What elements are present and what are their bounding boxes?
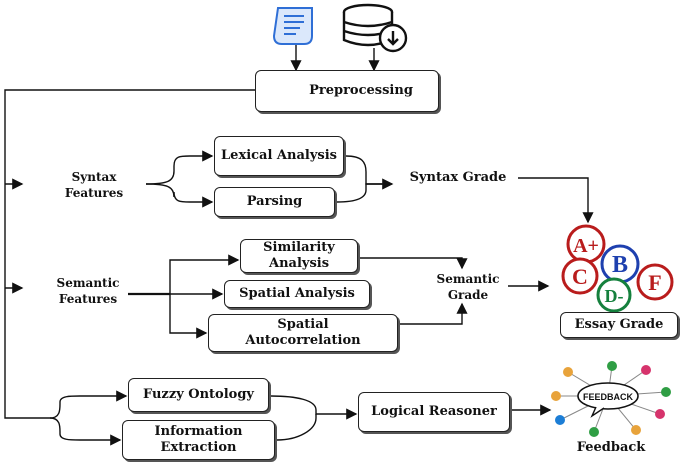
badge-c: C bbox=[572, 264, 588, 289]
arrow-to-fuzzy bbox=[49, 390, 128, 419]
semantic-features-label: Semantic Features bbox=[56, 276, 120, 306]
logical-reasoner-box: Logical Reasoner bbox=[358, 392, 510, 432]
spatial-autocorrelation-box: Spatial Autocorrelation bbox=[208, 314, 398, 352]
arrow-to-autocorr bbox=[169, 294, 208, 339]
information-extraction-box: Information Extraction bbox=[122, 420, 275, 460]
fuzzy-ontology-box: Fuzzy Ontology bbox=[128, 378, 269, 412]
spatial-analysis-label: Spatial Analysis bbox=[239, 285, 355, 301]
feedback-icon: FEEDBACK bbox=[551, 361, 671, 437]
badge-b: B bbox=[612, 252, 628, 278]
essay-grade-label: Essay Grade bbox=[574, 316, 664, 332]
information-extraction-label: Information Extraction bbox=[154, 423, 243, 455]
essay-grade-box: Essay Grade bbox=[560, 312, 678, 338]
arrow-syntax-lexical bbox=[145, 150, 214, 185]
spatial-autocorrelation-label: Spatial Autocorrelation bbox=[245, 316, 361, 348]
badge-d-minus: D- bbox=[605, 286, 624, 306]
logical-reasoner-label: Logical Reasoner bbox=[371, 403, 497, 419]
arrow-similarity-to-semantic-grade bbox=[360, 257, 468, 270]
syntax-grade-label: Syntax Grade bbox=[409, 170, 507, 185]
semantic-grade-label: Semantic Grade bbox=[436, 272, 500, 302]
preprocessing-box: Preprocessing bbox=[255, 70, 439, 112]
document-icon bbox=[272, 7, 313, 45]
svg-text:FEEDBACK: FEEDBACK bbox=[583, 392, 634, 402]
feedback-label: Feedback bbox=[576, 440, 646, 455]
arrow-syntax-parsing bbox=[145, 183, 214, 208]
syntax-features-label: Syntax Features bbox=[64, 170, 124, 200]
preprocessing-label: Preprocessing bbox=[309, 82, 413, 98]
line-lexical-merge bbox=[345, 155, 382, 185]
badge-a-plus: A+ bbox=[573, 235, 599, 257]
similarity-analysis-label: Similarity Analysis bbox=[263, 239, 335, 271]
database-download-icon bbox=[342, 3, 408, 53]
grade-badges-icon: A+ B C D- F bbox=[561, 224, 674, 313]
arrow-syntax-grade-to-essay bbox=[518, 177, 594, 224]
lexical-analysis-label: Lexical Analysis bbox=[221, 147, 337, 163]
similarity-analysis-box: Similarity Analysis bbox=[240, 239, 358, 273]
arrow-to-reasoner bbox=[270, 395, 358, 420]
parsing-label: Parsing bbox=[246, 193, 303, 209]
arrow-autocorr-to-semantic-grade bbox=[400, 302, 468, 325]
spatial-analysis-box: Spatial Analysis bbox=[224, 280, 370, 308]
arrow-to-similarity bbox=[169, 254, 240, 294]
trunk-line bbox=[4, 89, 262, 419]
badge-f: F bbox=[648, 270, 661, 295]
arrow-to-info bbox=[49, 417, 122, 446]
arrow-to-syntax-grade bbox=[336, 178, 394, 203]
parsing-box: Parsing bbox=[214, 187, 335, 217]
lexical-analysis-box: Lexical Analysis bbox=[214, 136, 344, 176]
fuzzy-ontology-label: Fuzzy Ontology bbox=[142, 386, 254, 402]
